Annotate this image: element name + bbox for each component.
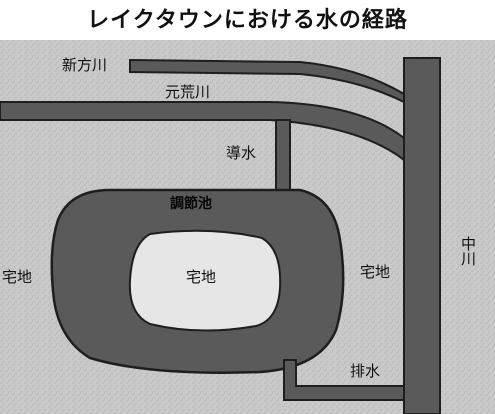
label-residential-right: 宅地 xyxy=(360,263,390,281)
map-title: レイクタウンにおける水の経路 xyxy=(87,8,408,33)
moto-ara-river xyxy=(0,101,405,163)
label-residential-center: 宅地 xyxy=(186,268,216,286)
drainage-channel xyxy=(283,359,405,401)
label-shinkata-river: 新方川 xyxy=(62,56,107,74)
naka-river xyxy=(403,57,441,414)
label-drainage: 排水 xyxy=(350,362,380,380)
label-naka-river: 中川 xyxy=(459,236,477,266)
map-canvas: 新方川 元荒川 導水 調節池 宅地 宅地 宅地 排水 中川 xyxy=(0,40,495,414)
label-moto-ara-river: 元荒川 xyxy=(165,83,210,101)
pond-island xyxy=(128,229,282,332)
shinkata-river xyxy=(129,58,405,104)
label-intake: 導水 xyxy=(226,144,256,162)
label-regulating-pond: 調節池 xyxy=(170,195,212,212)
intake-channel xyxy=(275,119,291,191)
label-residential-left: 宅地 xyxy=(2,268,32,286)
